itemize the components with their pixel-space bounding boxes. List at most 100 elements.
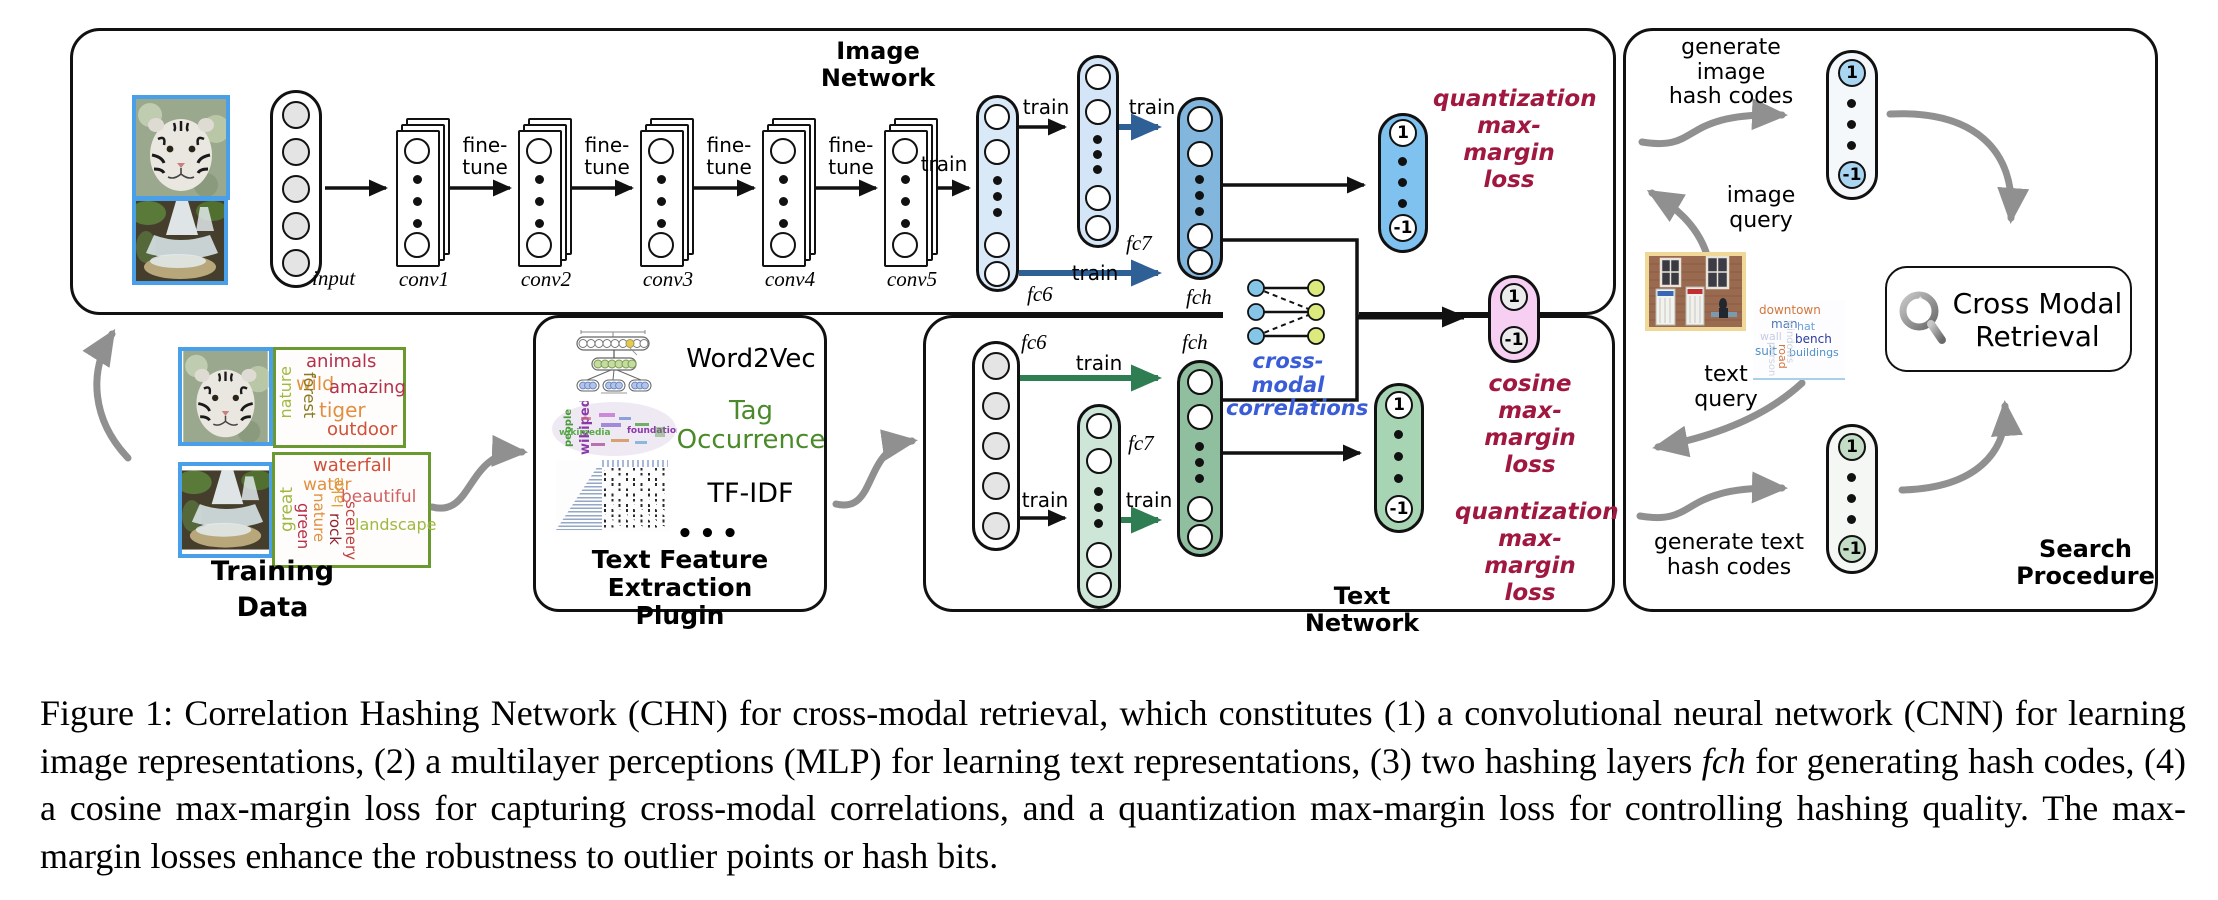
tag-word: road bbox=[1776, 344, 1789, 369]
magnifier-icon bbox=[1897, 288, 1949, 358]
text-fch-layer bbox=[1177, 360, 1223, 557]
text-quantization-loss-label: quantization max-margin loss bbox=[1455, 499, 1619, 607]
fine-tune-label: fine- tune bbox=[706, 133, 752, 180]
hash-bit-neg: -1 bbox=[1385, 495, 1413, 523]
train-label: train bbox=[1021, 488, 1069, 512]
tag-word: scenery bbox=[342, 501, 360, 561]
caption-fch: fch bbox=[1701, 740, 1746, 781]
tag-word: amazing bbox=[329, 377, 406, 398]
plugin-ellipsis: ••• bbox=[676, 519, 745, 549]
hash-bit-pos: 1 bbox=[1389, 119, 1417, 147]
tag-word: hat bbox=[1797, 320, 1816, 333]
tag-word: person bbox=[1766, 342, 1777, 377]
cloud-word: wikimedia bbox=[559, 428, 611, 438]
tag-word: nature bbox=[310, 493, 328, 543]
tag-cloud-thumbnail: wikipedia people wikimedia foundation bbox=[551, 385, 682, 458]
image-network-title: Image Network bbox=[820, 37, 936, 92]
waterfall-photo-art bbox=[136, 201, 224, 281]
tiger-photo-art bbox=[183, 351, 269, 442]
cloud-word: foundation bbox=[627, 426, 677, 436]
tag-word: downtown bbox=[1759, 303, 1821, 317]
tag-word: water bbox=[303, 475, 352, 495]
tag-word: outdoor bbox=[327, 419, 398, 440]
cosine-hash-pair: 1 -1 bbox=[1488, 275, 1540, 363]
tag-word: rock bbox=[326, 513, 344, 545]
text-network-title: Text Network bbox=[1304, 582, 1420, 637]
image-query-hash-code: 1 -1 bbox=[1826, 50, 1878, 200]
tiger-image bbox=[132, 95, 230, 200]
hash-bit-neg: -1 bbox=[1838, 535, 1866, 563]
tag-word: nature bbox=[276, 366, 295, 419]
conv4-label: conv4 bbox=[764, 267, 816, 291]
query-photo bbox=[1645, 252, 1746, 331]
tag-word: forest bbox=[300, 372, 319, 419]
tag-word: man bbox=[1771, 317, 1798, 331]
input-label: input bbox=[312, 266, 356, 290]
training-data-title: Training Data bbox=[210, 556, 335, 624]
hash-bit-neg: -1 bbox=[1838, 161, 1866, 189]
caption-part2: for generating hash codes, (4) a cosine … bbox=[40, 740, 2186, 876]
tag-word: tiger bbox=[319, 398, 366, 422]
conv3-stack bbox=[640, 118, 696, 267]
text-hash-code: 1 -1 bbox=[1374, 383, 1424, 533]
training-to-imagenet-arrow bbox=[82, 328, 132, 462]
train-label: train bbox=[1071, 261, 1119, 285]
conv2-stack bbox=[518, 118, 574, 267]
image-fc6-label: fc6 bbox=[1027, 282, 1053, 306]
plugin-title: Text Feature Extraction Plugin bbox=[591, 545, 769, 630]
hash-bit-pos: 1 bbox=[1838, 59, 1866, 87]
image-query-label: image query bbox=[1726, 183, 1796, 233]
image-quantization-loss-label: quantization max-margin loss bbox=[1433, 86, 1597, 194]
cross-modal-correlations-label: cross-modal correlations bbox=[1226, 349, 1369, 421]
caption-part1: Figure 1: Correlation Hashing Network (C… bbox=[40, 693, 2186, 781]
tiger-tags-cloud: animals wild amazing nature forest tiger… bbox=[273, 347, 406, 448]
text-fc7-layer bbox=[1077, 404, 1121, 609]
word2vec-label: Word2Vec bbox=[686, 344, 816, 374]
fine-tune-label: fine- tune bbox=[584, 133, 630, 180]
text-fc7-label: fc7 bbox=[1128, 431, 1154, 455]
tag-word: green bbox=[294, 503, 313, 550]
hash-bit-pos: 1 bbox=[1500, 283, 1528, 311]
image-fc7-layer bbox=[1077, 55, 1119, 248]
word2vec-diagram bbox=[571, 327, 655, 401]
image-fch-layer bbox=[1177, 97, 1223, 280]
train-label: train bbox=[1022, 95, 1070, 119]
tag-occurrence-label: Tag Occurrence bbox=[676, 396, 826, 456]
generate-text-hash-label: generate text hash codes bbox=[1653, 530, 1805, 580]
tag-word: beautiful bbox=[341, 487, 417, 507]
tag-word: buildings bbox=[1789, 346, 1839, 359]
tag-word: bench bbox=[1795, 332, 1832, 346]
conv5-stack bbox=[884, 118, 940, 267]
cosine-loss-label: cosine max-margin loss bbox=[1484, 371, 1576, 479]
waterfall-training-image bbox=[178, 462, 273, 558]
conv1-label: conv1 bbox=[398, 267, 450, 291]
search-procedure-title: Search Procedure bbox=[2016, 535, 2155, 590]
query-tags-cloud: downtown man hat wall bench suit buildin… bbox=[1753, 300, 1845, 380]
plugin-to-textnet-arrow bbox=[832, 429, 918, 509]
text-query-hash-code: 1 -1 bbox=[1826, 424, 1878, 574]
conv5-label: conv5 bbox=[886, 267, 938, 291]
tag-word: wall bbox=[1760, 330, 1782, 343]
text-query-label: text query bbox=[1694, 362, 1758, 412]
tag-word: suit bbox=[1755, 344, 1777, 358]
tiger-photo-art bbox=[136, 99, 226, 196]
tfidf-matrix-thumbnail bbox=[556, 460, 670, 532]
text-fc6-label: fc6 bbox=[1021, 330, 1047, 354]
tag-word: windows bbox=[1784, 320, 1795, 364]
tag-word: waterfall bbox=[313, 455, 392, 476]
cloud-word: people bbox=[563, 409, 574, 447]
hash-bit-pos: 1 bbox=[1385, 391, 1413, 419]
tag-word: wild bbox=[296, 373, 335, 395]
waterfall-tags-cloud: waterfall water lake beautiful great nat… bbox=[272, 452, 436, 568]
train-label: train bbox=[1125, 488, 1173, 512]
building-photo-art bbox=[1649, 256, 1742, 327]
fine-tune-label: fine- tune bbox=[828, 133, 874, 180]
conv1-stack bbox=[396, 118, 452, 267]
conv2-label: conv2 bbox=[520, 267, 572, 291]
generate-image-hash-label: generate image hash codes bbox=[1668, 35, 1794, 110]
image-fc7-label: fc7 bbox=[1126, 231, 1152, 255]
cloud-underline bbox=[1753, 378, 1845, 380]
cross-modal-retrieval-label: Cross Modal Retrieval bbox=[1952, 287, 2123, 354]
train-label: train bbox=[1075, 351, 1123, 375]
train-label: train bbox=[920, 152, 968, 176]
